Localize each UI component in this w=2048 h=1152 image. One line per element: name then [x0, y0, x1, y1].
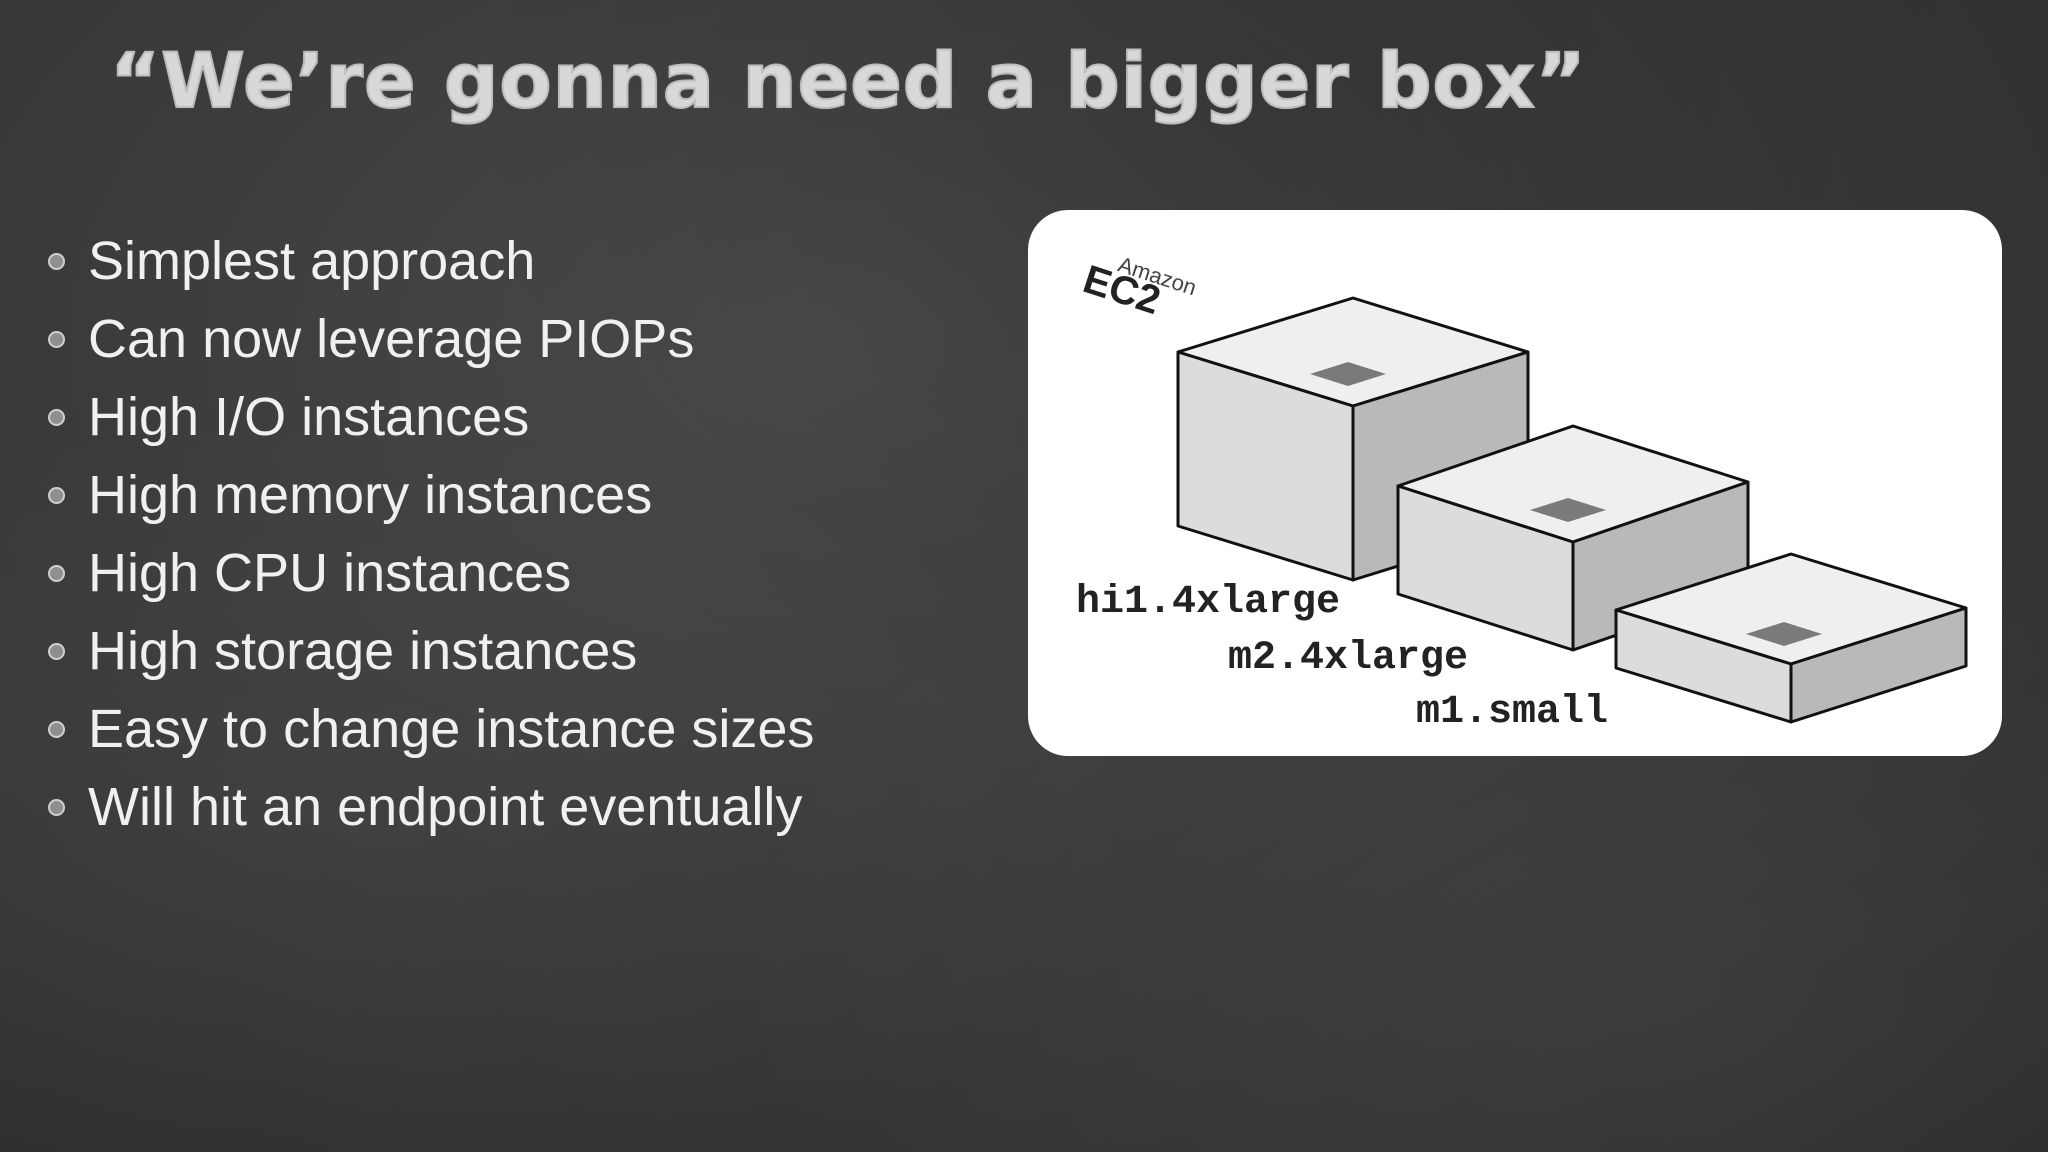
bullet-dot-icon: [48, 720, 65, 738]
label-hi1-4xlarge: hi1.4xlarge: [1076, 580, 1340, 625]
bullet-item: Can now leverage PIOPs: [48, 300, 814, 378]
bullet-item: Will hit an endpoint eventually: [48, 768, 814, 846]
bullet-item: Easy to change instance sizes: [48, 690, 814, 768]
small-instance-box: [1614, 552, 1968, 724]
bullet-text: Easy to change instance sizes: [88, 699, 815, 759]
medium-instance-box: [1396, 424, 1750, 652]
ec2-instance-figure: Amazon EC2 hi1.4xlarge m2.4xlarge m1.sm: [1028, 210, 2002, 756]
bullet-text: Will hit an endpoint eventually: [88, 777, 803, 837]
small-box-port-icon: [1746, 622, 1822, 646]
ec2-boxes-illustration: Amazon EC2 hi1.4xlarge m2.4xlarge m1.sm: [1076, 252, 1968, 735]
bullet-text: High CPU instances: [88, 543, 572, 603]
bullet-item: Simplest approach: [48, 222, 814, 300]
bullet-text: Can now leverage PIOPs: [88, 309, 695, 369]
large-box-port-icon: [1310, 362, 1386, 386]
label-m2-4xlarge: m2.4xlarge: [1228, 636, 1468, 681]
bullet-text: High memory instances: [88, 465, 653, 525]
bullet-dot-icon: [48, 486, 65, 504]
ec2-logo: Amazon EC2: [1078, 252, 1200, 324]
bullet-item: High memory instances: [48, 456, 814, 534]
bullet-dot-icon: [48, 642, 65, 660]
bullet-dot-icon: [48, 330, 65, 348]
small-box-right-face: [1789, 606, 1968, 724]
bullet-text: High I/O instances: [88, 387, 530, 447]
label-m1-small: m1.small: [1416, 690, 1608, 735]
bullet-item: High storage instances: [48, 612, 814, 690]
bullet-dot-icon: [48, 564, 65, 582]
bullet-dot-icon: [48, 252, 65, 270]
medium-box-port-icon: [1530, 498, 1606, 522]
bullet-item: High CPU instances: [48, 534, 814, 612]
bullet-dot-icon: [48, 408, 65, 426]
bullet-item: High I/O instances: [48, 378, 814, 456]
bullet-text: High storage instances: [88, 621, 638, 681]
slide-title: “We’re gonna need a bigger box”: [109, 35, 1587, 126]
bullet-dot-icon: [48, 798, 65, 816]
bullet-text: Simplest approach: [88, 231, 536, 291]
bullet-list: Simplest approach Can now leverage PIOPs…: [48, 222, 814, 846]
large-instance-box: [1176, 296, 1530, 582]
